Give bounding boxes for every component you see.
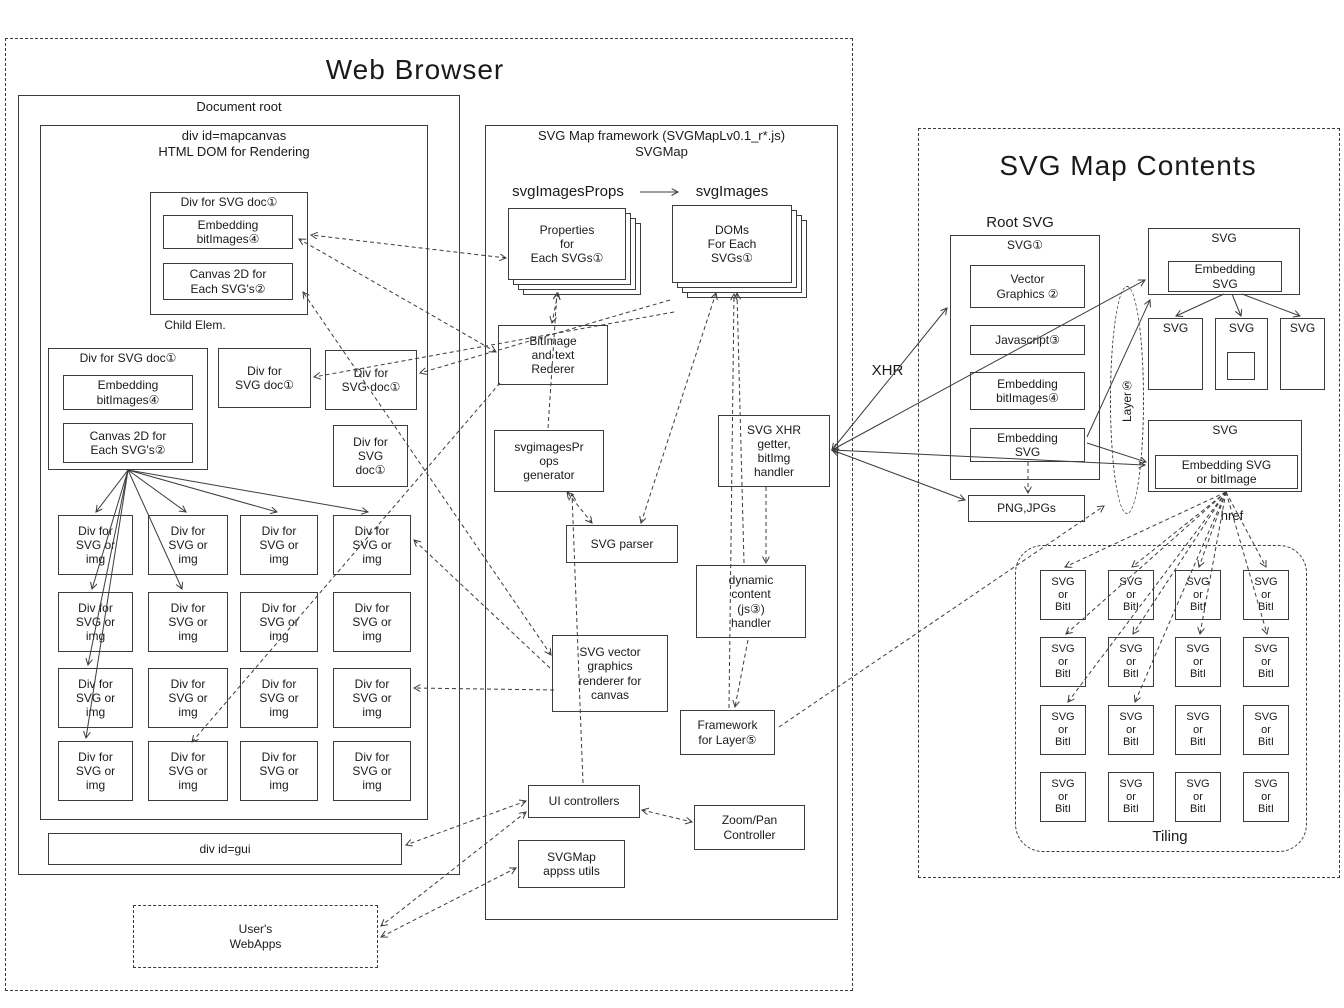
svg-inner-box (1227, 352, 1255, 380)
div-svg-or-img-cell: Div for SVG or img (148, 592, 228, 652)
doms-stack: DOMs For Each SVGs① (672, 205, 807, 298)
div-svg-or-img-cell: Div for SVG or img (240, 741, 318, 801)
svg-label: SVG (1289, 321, 1316, 335)
tile-svg-or-biti: SVG or BitI (1108, 570, 1154, 620)
layer5-label: Layer⑤ (1120, 377, 1134, 423)
tiling-label: Tiling (1152, 828, 1188, 845)
svgimages-label: svgImages (695, 183, 769, 200)
embedding-svg-box: Embedding SVG (970, 428, 1085, 462)
div-svg-doc-box-right: Div for SVG doc① (325, 350, 417, 410)
div-svg-or-img-cell: Div for SVG or img (58, 741, 133, 801)
svgmap-framework-label: SVG Map framework (SVGMapLv0.1_r*.js) SV… (537, 128, 786, 160)
svg-map-contents-title: SVG Map Contents (999, 150, 1257, 181)
svg-xhr-getter-box: SVG XHR getter, bitImg handler (718, 415, 830, 487)
ui-controllers-box: UI controllers (528, 785, 640, 818)
embedding-bitimages-box-left: Embedding bitImages④ (63, 375, 193, 410)
tile-svg-or-biti: SVG or BitI (1175, 772, 1221, 822)
embedding-bitimages-box: Embedding bitImages④ (970, 372, 1085, 410)
root-svg-label: Root SVG (986, 214, 1054, 231)
div-svg-or-img-cell: Div for SVG or img (333, 741, 411, 801)
bitimage-renderer-box: BitImage and text Rederer (498, 325, 608, 385)
div-svg-or-img-cell: Div for SVG or img (240, 592, 318, 652)
svgimagesprops-label: svgImagesProps (512, 183, 624, 200)
tile-svg-or-biti: SVG or BitI (1243, 637, 1289, 687)
props-generator-box: svgimagesPr ops generator (494, 430, 604, 492)
div-svg-doc-box-mid: Div for SVG doc① (218, 348, 311, 408)
href-label: href (1220, 508, 1244, 523)
layer5-ellipse: Layer⑤ (1110, 286, 1144, 514)
svg-label: SVG (1211, 231, 1237, 245)
tile-svg-or-biti: SVG or BitI (1243, 570, 1289, 620)
xhr-label: XHR (871, 362, 904, 379)
tile-svg-or-biti: SVG or BitI (1040, 705, 1086, 755)
doms-stack-front: DOMs For Each SVGs① (672, 205, 792, 283)
tile-svg-or-biti: SVG or BitI (1175, 570, 1221, 620)
div-svg-or-img-cell: Div for SVG or img (333, 592, 411, 652)
canvas-2d-box-top: Canvas 2D for Each SVG's② (163, 263, 293, 300)
div-svg-doc-label: Div for SVG doc① (180, 195, 278, 209)
svg-box-small-1: SVG (1148, 318, 1203, 390)
div-svg-doc-box-small: Div for SVG doc① (333, 425, 408, 487)
users-webapps-box: User's WebApps (133, 905, 378, 968)
tile-svg-or-biti: SVG or BitI (1040, 570, 1086, 620)
tile-svg-or-biti: SVG or BitI (1243, 705, 1289, 755)
tile-svg-or-biti: SVG or BitI (1040, 772, 1086, 822)
div-svg-or-img-cell: Div for SVG or img (148, 515, 228, 575)
dynamic-content-box: dynamic content (js③) handler (696, 565, 806, 638)
javascript-box: Javascript③ (970, 325, 1085, 355)
div-svg-or-img-cell: Div for SVG or img (240, 668, 318, 728)
vector-graphics-box: Vector Graphics ② (970, 265, 1085, 308)
tile-svg-or-biti: SVG or BitI (1108, 705, 1154, 755)
tile-svg-or-biti: SVG or BitI (1175, 637, 1221, 687)
div-svg-doc-label: Div for SVG doc① (79, 351, 177, 365)
div-svg-or-img-cell: Div for SVG or img (333, 668, 411, 728)
child-elem-label: Child Elem. (164, 318, 226, 332)
vector-renderer-box: SVG vector graphics renderer for canvas (552, 635, 668, 712)
div-svg-or-img-cell: Div for SVG or img (148, 741, 228, 801)
zoom-pan-box: Zoom/Pan Controller (694, 805, 805, 850)
tile-svg-or-biti: SVG or BitI (1175, 705, 1221, 755)
properties-stack-front: Properties for Each SVGs① (508, 208, 626, 280)
svg-parser-box: SVG parser (566, 525, 678, 563)
embedding-svg-top-box: Embedding SVG (1168, 261, 1282, 292)
div-svg-or-img-cell: Div for SVG or img (58, 592, 133, 652)
svg-label: SVG (1228, 321, 1255, 335)
svg-box-small-3: SVG (1280, 318, 1325, 390)
div-svg-or-img-cell: Div for SVG or img (148, 668, 228, 728)
div-svg-or-img-cell: Div for SVG or img (58, 668, 133, 728)
canvas-2d-box-left: Canvas 2D for Each SVG's② (63, 423, 193, 463)
div-svg-or-img-cell: Div for SVG or img (58, 515, 133, 575)
document-root-label: Document root (196, 99, 282, 114)
div-svg-or-img-cell: Div for SVG or img (240, 515, 318, 575)
gui-box: div id=gui (48, 833, 402, 865)
embedding-svg-or-bitimage-box: Embedding SVG or bitImage (1155, 455, 1298, 489)
div-svg-or-img-cell: Div for SVG or img (333, 515, 411, 575)
png-jpgs-box: PNG,JPGs (968, 495, 1085, 522)
svg1-label: SVG① (1006, 238, 1044, 252)
embedding-bitimages-box-top: Embedding bitImages④ (163, 215, 293, 249)
tile-svg-or-biti: SVG or BitI (1040, 637, 1086, 687)
tile-svg-or-biti: SVG or BitI (1243, 772, 1289, 822)
svgmap-utils-box: SVGMap appss utils (518, 840, 625, 888)
web-browser-title: Web Browser (325, 54, 505, 85)
tile-svg-or-biti: SVG or BitI (1108, 637, 1154, 687)
framework-layer-box: Framework for Layer⑤ (680, 710, 775, 755)
tile-svg-or-biti: SVG or BitI (1108, 772, 1154, 822)
properties-stack: Properties for Each SVGs① (508, 208, 641, 295)
svg-label: SVG (1162, 321, 1189, 335)
mapcanvas-label: div id=mapcanvas HTML DOM for Rendering (158, 128, 310, 160)
svg-label: SVG (1212, 423, 1238, 437)
